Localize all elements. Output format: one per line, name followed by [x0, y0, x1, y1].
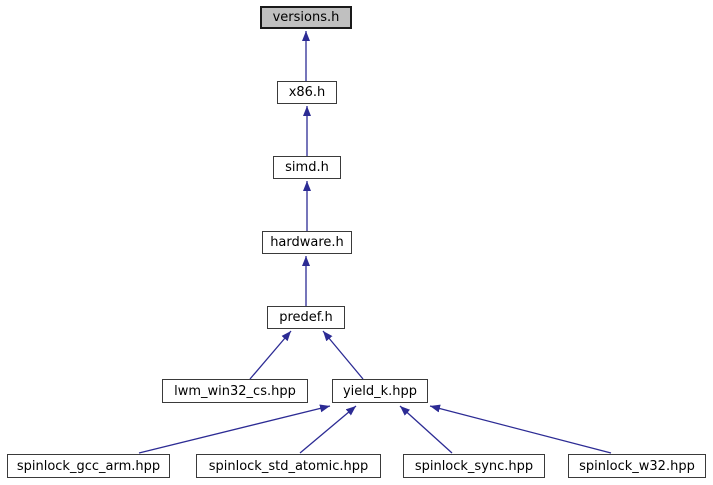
graph-node-simd-h[interactable]: simd.h — [273, 156, 341, 179]
edge-lwm-win32-cs-to-predef — [249, 330, 292, 380]
graph-node-lwm-win32-cs-hpp[interactable]: lwm_win32_cs.hpp — [162, 379, 308, 403]
graph-node-x86-h[interactable]: x86.h — [277, 81, 337, 104]
graph-node-yield-k-hpp[interactable]: yield_k.hpp — [332, 379, 428, 403]
graph-node-spinlock-sync-hpp[interactable]: spinlock_sync.hpp — [403, 454, 545, 478]
graph-node-spinlock-gcc-arm-hpp[interactable]: spinlock_gcc_arm.hpp — [7, 454, 170, 478]
graph-node-versions-h: versions.h — [260, 6, 352, 29]
graph-node-hardware-h[interactable]: hardware.h — [262, 231, 352, 254]
graph-node-predef-h[interactable]: predef.h — [267, 306, 345, 329]
edge-spinlock-w32-to-yield-k — [429, 404, 612, 454]
graph-node-spinlock-w32-hpp[interactable]: spinlock_w32.hpp — [568, 454, 706, 478]
edge-spinlock-sync-to-yield-k — [399, 405, 453, 454]
edge-spinlock-std-atomic-to-yield-k — [299, 405, 357, 454]
edge-yield-k-to-predef — [322, 330, 364, 380]
graph-node-spinlock-std-atomic-hpp[interactable]: spinlock_std_atomic.hpp — [196, 454, 381, 478]
edge-spinlock-gcc-arm-to-yield-k — [138, 404, 331, 454]
